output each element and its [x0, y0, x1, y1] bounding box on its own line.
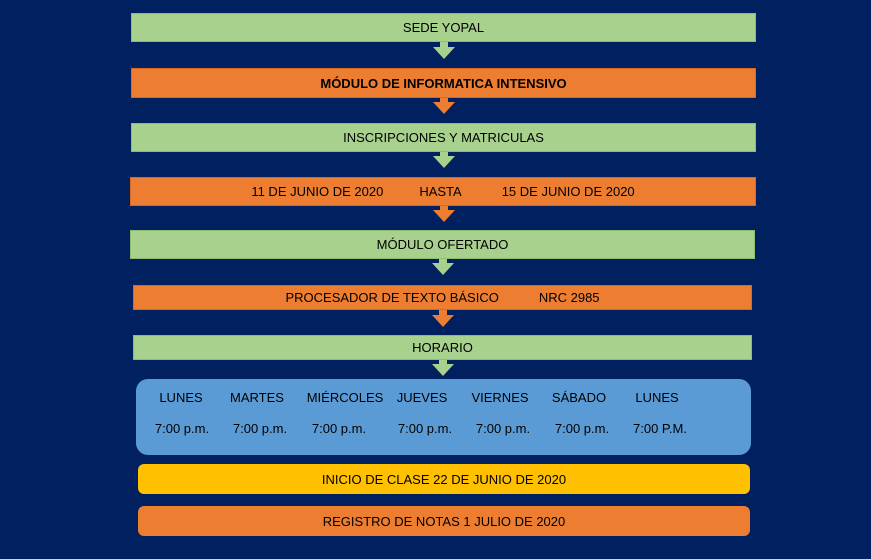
horario-label: HORARIO [412, 340, 473, 355]
modulo-label: MÓDULO DE INFORMATICA INTENSIVO [320, 75, 567, 91]
time-label: 7:00 p.m. [397, 421, 453, 436]
curso-label: PROCESADOR DE TEXTO BÁSICO [285, 290, 499, 305]
sede-label: SEDE YOPAL [402, 20, 485, 35]
arrow-stem [440, 98, 448, 103]
arrow-stem [440, 152, 448, 157]
down-arrow-icon [432, 315, 454, 327]
nrc-label: NRC 2985 [538, 290, 600, 305]
sede-box: SEDE YOPAL [131, 13, 756, 42]
fecha-fin: 15 DE JUNIO DE 2020 [501, 184, 635, 199]
modulo-ofertado-label: MÓDULO OFERTADO [376, 237, 509, 252]
modulo-ofertado-box: MÓDULO OFERTADO [130, 230, 755, 259]
arrow-stem [440, 206, 448, 211]
arrow-stem [439, 310, 447, 316]
hasta-label: HASTA [419, 184, 462, 199]
curso-box: PROCESADOR DE TEXTO BÁSICO NRC 2985 [133, 285, 752, 310]
time-label: 7:00 p.m. [554, 421, 610, 436]
schedule-panel: LUNES MARTES MIÉRCOLES JUEVES VIERNES SÁ… [136, 379, 751, 455]
horario-box: HORARIO [133, 335, 752, 360]
registro-notas-box: REGISTRO DE NOTAS 1 JULIO DE 2020 [138, 506, 750, 536]
inscripciones-label: INSCRIPCIONES Y MATRICULAS [343, 130, 544, 145]
time-label: 7:00 p.m. [154, 421, 210, 436]
arrow-stem [439, 259, 447, 264]
down-arrow-icon [433, 210, 455, 222]
modulo-box: MÓDULO DE INFORMATICA INTENSIVO [131, 68, 756, 98]
day-label: LUNES [159, 390, 203, 405]
down-arrow-icon [433, 156, 455, 168]
inscripciones-box: INSCRIPCIONES Y MATRICULAS [131, 123, 756, 152]
day-label: JUEVES [396, 390, 448, 405]
down-arrow-icon [433, 47, 455, 59]
arrow-stem [439, 360, 447, 365]
down-arrow-icon [432, 364, 454, 376]
day-label: MARTES [230, 390, 284, 405]
inicio-clase-box: INICIO DE CLASE 22 DE JUNIO DE 2020 [138, 464, 750, 494]
day-label: VIERNES [471, 390, 529, 405]
time-label: 7:00 P.M. [633, 421, 687, 436]
down-arrow-icon [432, 263, 454, 275]
fechas-box: 11 DE JUNIO DE 2020 HASTA 15 DE JUNIO DE… [130, 177, 756, 206]
fecha-inicio: 11 DE JUNIO DE 2020 [251, 184, 384, 199]
day-label: SÁBADO [551, 390, 607, 405]
arrow-stem [440, 42, 448, 48]
time-label: 7:00 p.m. [311, 421, 367, 436]
time-label: 7:00 p.m. [232, 421, 288, 436]
inicio-clase-label: INICIO DE CLASE 22 DE JUNIO DE 2020 [321, 471, 567, 487]
day-label: MIÉRCOLES [306, 390, 384, 405]
day-label: LUNES [635, 390, 679, 405]
registro-notas-label: REGISTRO DE NOTAS 1 JULIO DE 2020 [322, 513, 566, 529]
time-label: 7:00 p.m. [475, 421, 531, 436]
down-arrow-icon [433, 102, 455, 114]
